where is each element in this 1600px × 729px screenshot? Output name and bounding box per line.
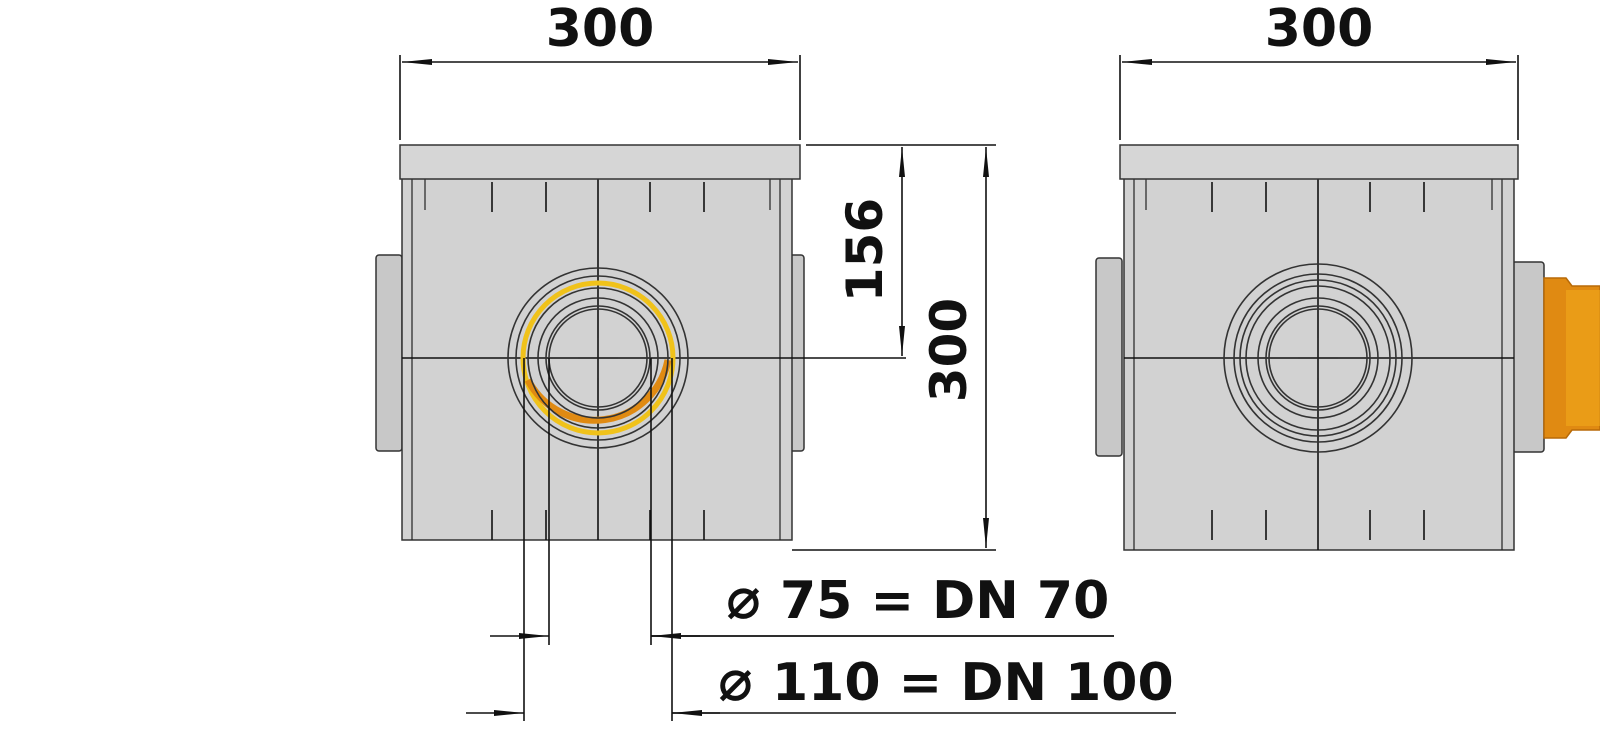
left-side-boss bbox=[375, 254, 403, 452]
diameter-dimensions: ⌀ 75 = DN 70 ⌀ 110 = DN 100 bbox=[466, 358, 1176, 721]
left-width-dimension: 300 bbox=[399, 0, 801, 140]
seal-ring-yellow bbox=[520, 280, 676, 436]
outlet-height-label: 156 bbox=[836, 198, 894, 302]
seal-ring-orange bbox=[524, 359, 672, 424]
gully-lid bbox=[1119, 144, 1519, 180]
right-gully-view bbox=[1095, 144, 1600, 551]
inner-diameter-symbol: ⌀ bbox=[726, 564, 761, 632]
outer-diameter-label: 110 = DN 100 bbox=[772, 653, 1174, 713]
height-dimensions: 156 300 bbox=[792, 144, 996, 551]
left-side-boss bbox=[1095, 257, 1123, 457]
gully-lid bbox=[399, 144, 801, 180]
left-gully-view bbox=[375, 144, 906, 541]
outlet-adapter bbox=[1543, 277, 1600, 439]
inner-diameter-label: 75 = DN 70 bbox=[780, 571, 1109, 631]
gully-body bbox=[1123, 175, 1515, 551]
total-height-label: 300 bbox=[920, 298, 978, 402]
right-side-boss bbox=[1511, 261, 1545, 453]
outlet-knockout bbox=[1223, 263, 1413, 453]
outer-diameter-symbol: ⌀ bbox=[718, 646, 753, 714]
right-width-dimension: 300 bbox=[1119, 0, 1519, 140]
right-width-label: 300 bbox=[1265, 0, 1374, 59]
left-width-label: 300 bbox=[546, 0, 655, 59]
